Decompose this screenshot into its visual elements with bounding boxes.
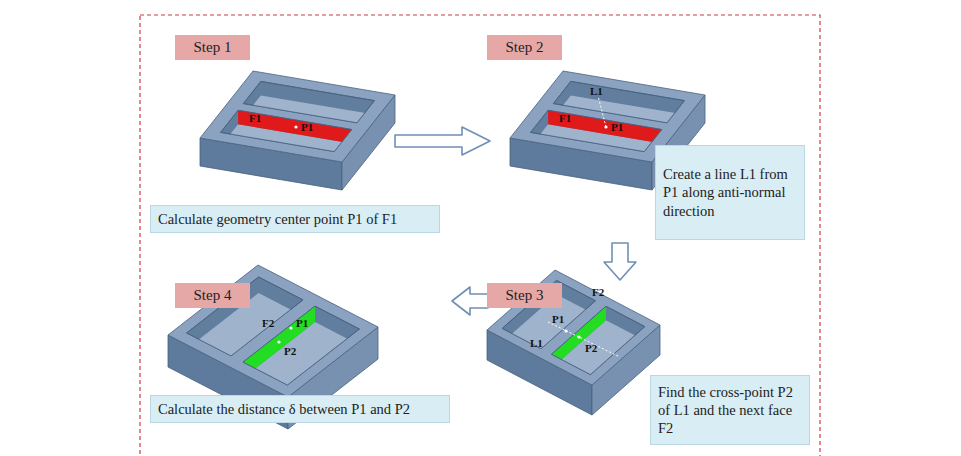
step-tag: Step 3: [487, 283, 562, 308]
geometry-label: P1: [611, 122, 623, 133]
block-top: [200, 71, 395, 162]
step-title: Step 2: [506, 39, 544, 56]
geometry-label: L1: [530, 338, 543, 349]
block-top: [487, 270, 660, 385]
center-point: [289, 326, 292, 329]
pocket-edge: [243, 81, 374, 122]
line-l1: [598, 96, 606, 127]
step-description: Calculate the distance δ between P1 and …: [158, 400, 410, 418]
geometry-label: F1: [559, 113, 571, 124]
line-l1: [548, 322, 620, 357]
flow-arrow: [604, 243, 636, 280]
flow-arrow: [452, 287, 488, 315]
geometry-label: F2: [262, 318, 274, 329]
geometry-label: F1: [249, 113, 261, 124]
block-top: [168, 265, 378, 397]
pocket-edge: [552, 306, 645, 374]
step-title: Step 3: [506, 287, 544, 304]
geometry-label: P1: [296, 318, 308, 329]
distance-line: [279, 328, 291, 342]
step-title: Step 4: [194, 287, 232, 304]
step-title: Step 1: [194, 39, 232, 56]
part-model: [487, 270, 660, 415]
geometry-label: L1: [590, 86, 603, 97]
caption-box: Calculate geometry center point P1 of F1: [150, 205, 440, 233]
part-model: [200, 71, 395, 190]
caption-box: Calculate the distance δ between P1 and …: [150, 395, 450, 423]
geometry-label: P1: [301, 122, 313, 133]
step-description: Calculate geometry center point P1 of F1: [158, 210, 397, 228]
geometry-label: P2: [284, 346, 296, 357]
step-tag: Step 2: [487, 35, 562, 60]
pocket-floor: [243, 95, 374, 136]
caption-box: Create a line L1 from P1 along anti-norm…: [655, 145, 805, 240]
cross-point: [277, 340, 280, 343]
flow-arrow: [395, 127, 490, 155]
geometry-label: F2: [592, 287, 604, 298]
cross-point: [577, 335, 580, 338]
center-point: [564, 329, 567, 332]
step-tag: Step 4: [175, 283, 250, 308]
dashed-frame: [140, 15, 820, 456]
step-description: Find the cross-point P2 of L1 and the ne…: [658, 383, 802, 437]
step-description: Create a line L1 from P1 along anti-norm…: [663, 165, 797, 219]
step-tag: Step 1: [175, 35, 250, 60]
caption-box: Find the cross-point P2 of L1 and the ne…: [650, 375, 810, 445]
pocket-edge: [243, 306, 359, 385]
center-point: [294, 125, 297, 128]
geometry-label: P2: [585, 343, 597, 354]
geometry-label: P1: [552, 314, 564, 325]
